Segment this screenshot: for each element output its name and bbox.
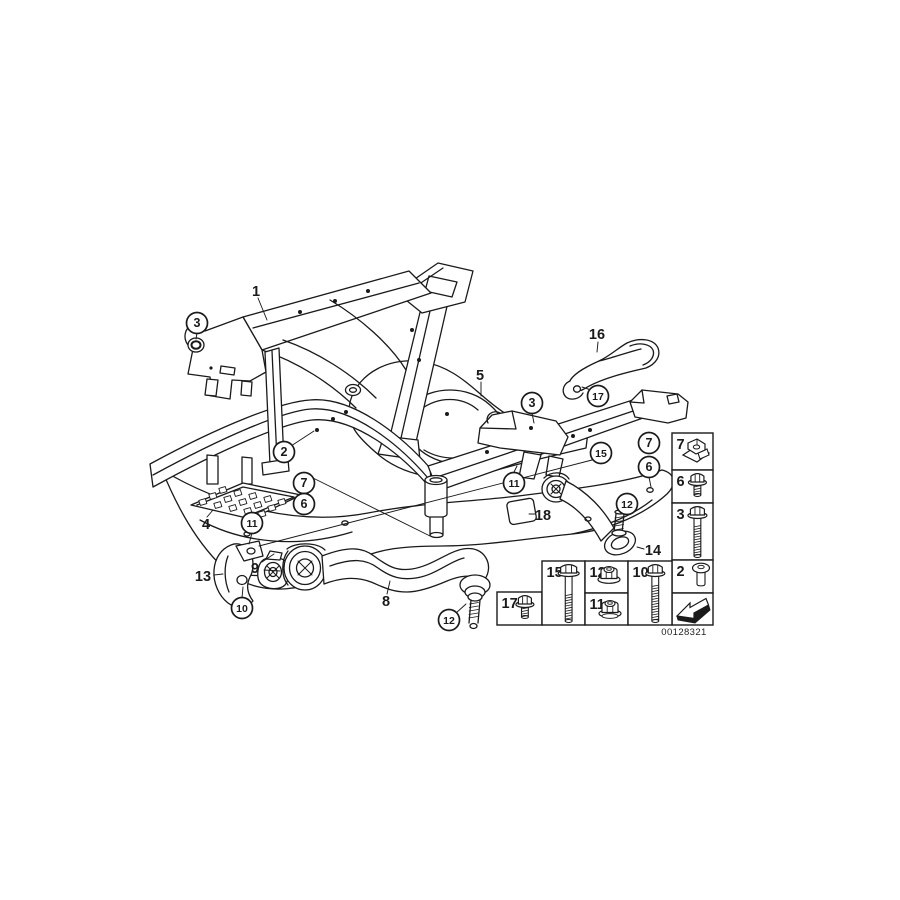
lower-wishbone xyxy=(321,547,491,630)
callout-label-13[interactable]: 13 xyxy=(195,569,211,585)
fastener-dots xyxy=(298,289,592,454)
round-head-bolt-icon xyxy=(691,562,711,587)
svg-text:12: 12 xyxy=(621,499,633,511)
wishbone-bracket-and-bushings xyxy=(213,540,327,608)
svg-text:10: 10 xyxy=(236,603,248,615)
front-axle-carrier xyxy=(184,270,432,476)
legend-cell-6[interactable]: 6 xyxy=(671,469,714,504)
legend-cell-15[interactable]: 15 xyxy=(541,560,586,626)
svg-text:5: 5 xyxy=(476,368,484,384)
svg-text:7: 7 xyxy=(301,476,308,490)
callout-circle-3[interactable]: 3 xyxy=(185,311,209,335)
leader-lines xyxy=(195,297,652,614)
callout-circle-2[interactable]: 2 xyxy=(272,440,296,464)
svg-text:11: 11 xyxy=(508,478,519,490)
callout-circle-12[interactable]: 12 xyxy=(615,492,639,516)
flange-nut-icon xyxy=(598,599,622,619)
callout-label-18[interactable]: 18 xyxy=(535,508,551,524)
svg-text:15: 15 xyxy=(595,448,607,460)
callout-circle-10[interactable]: 10 xyxy=(230,596,254,620)
svg-text:11: 11 xyxy=(590,597,605,613)
callout-circle-17[interactable]: 17 xyxy=(586,384,610,408)
legend-cell-17[interactable]: 17 xyxy=(496,591,543,626)
callout-circle-7[interactable]: 7 xyxy=(637,431,661,455)
callout-label-9[interactable]: 9 xyxy=(251,561,259,577)
svg-text:6: 6 xyxy=(646,460,653,474)
legend-cell-2[interactable]: 2 xyxy=(671,559,714,594)
legend-cell-12[interactable]: 12 xyxy=(584,560,629,594)
svg-text:2: 2 xyxy=(281,445,288,459)
svg-text:11: 11 xyxy=(246,518,257,530)
hex-bolt-long-icon xyxy=(557,564,580,623)
callout-circle-7[interactable]: 7 xyxy=(292,471,316,495)
rubber-pad xyxy=(506,497,537,526)
svg-text:4: 4 xyxy=(202,517,210,533)
svg-text:17: 17 xyxy=(502,596,518,612)
direction-arrow-icon xyxy=(675,597,711,624)
svg-text:13: 13 xyxy=(195,569,211,585)
callout-circle-11[interactable]: 11 xyxy=(240,511,264,535)
svg-text:3: 3 xyxy=(677,507,685,523)
svg-text:2: 2 xyxy=(677,564,685,580)
callout-circle-6[interactable]: 6 xyxy=(292,492,316,516)
tension-strut xyxy=(541,472,637,556)
support-bracket-16 xyxy=(562,338,660,400)
diagram-id: 00128321 xyxy=(661,627,706,638)
svg-text:6: 6 xyxy=(301,497,308,511)
legend-cell-direction-arrow-icon[interactable] xyxy=(671,592,714,626)
callout-label-16[interactable]: 16 xyxy=(589,327,605,343)
callout-circle-6[interactable]: 6 xyxy=(637,455,661,479)
hex-flange-bolt-short-icon xyxy=(515,595,535,619)
svg-text:16: 16 xyxy=(589,327,605,343)
svg-text:15: 15 xyxy=(547,565,563,581)
body-mount-cylinder xyxy=(424,474,448,539)
svg-text:1: 1 xyxy=(252,284,260,300)
hex-flange-bolt-long-icon xyxy=(645,564,666,623)
svg-text:7: 7 xyxy=(646,436,653,450)
svg-text:3: 3 xyxy=(529,396,536,410)
callout-label-4[interactable]: 4 xyxy=(202,517,210,533)
svg-text:6: 6 xyxy=(677,474,685,490)
callout-circle-11[interactable]: 11 xyxy=(502,471,526,495)
svg-text:8: 8 xyxy=(382,594,390,610)
callout-label-5[interactable]: 5 xyxy=(476,368,484,384)
svg-text:14: 14 xyxy=(645,543,661,559)
legend-cell-11[interactable]: 11 xyxy=(584,592,629,626)
clamp-bracket xyxy=(477,410,569,480)
legend-cell-3[interactable]: 3 xyxy=(671,502,714,561)
svg-text:12: 12 xyxy=(443,615,455,627)
callout-circle-3[interactable]: 3 xyxy=(520,391,544,415)
legend-cell-10[interactable]: 10 xyxy=(627,560,673,626)
callout-label-8[interactable]: 8 xyxy=(382,594,390,610)
svg-text:17: 17 xyxy=(592,391,604,403)
callout-label-14[interactable]: 14 xyxy=(645,543,661,559)
hex-flange-bolt-long-icon xyxy=(687,506,708,558)
subframe-line-art xyxy=(149,262,689,630)
legend-table: 7 6 3 2 17 15 12 11 10 xyxy=(496,432,714,626)
svg-text:18: 18 xyxy=(535,508,551,524)
callout-label-1[interactable]: 1 xyxy=(252,284,260,300)
svg-text:7: 7 xyxy=(677,437,685,453)
callout-circle-12[interactable]: 12 xyxy=(437,608,461,632)
svg-text:9: 9 xyxy=(251,561,259,577)
legend-cell-7[interactable]: 7 xyxy=(671,432,714,471)
flange-lock-nut-icon xyxy=(597,565,621,584)
svg-text:3: 3 xyxy=(194,316,201,330)
hex-flange-bolt-short-icon xyxy=(687,473,708,497)
callout-circle-15[interactable]: 15 xyxy=(589,441,613,465)
svg-text:10: 10 xyxy=(633,565,649,581)
cage-nut-icon xyxy=(681,438,711,463)
